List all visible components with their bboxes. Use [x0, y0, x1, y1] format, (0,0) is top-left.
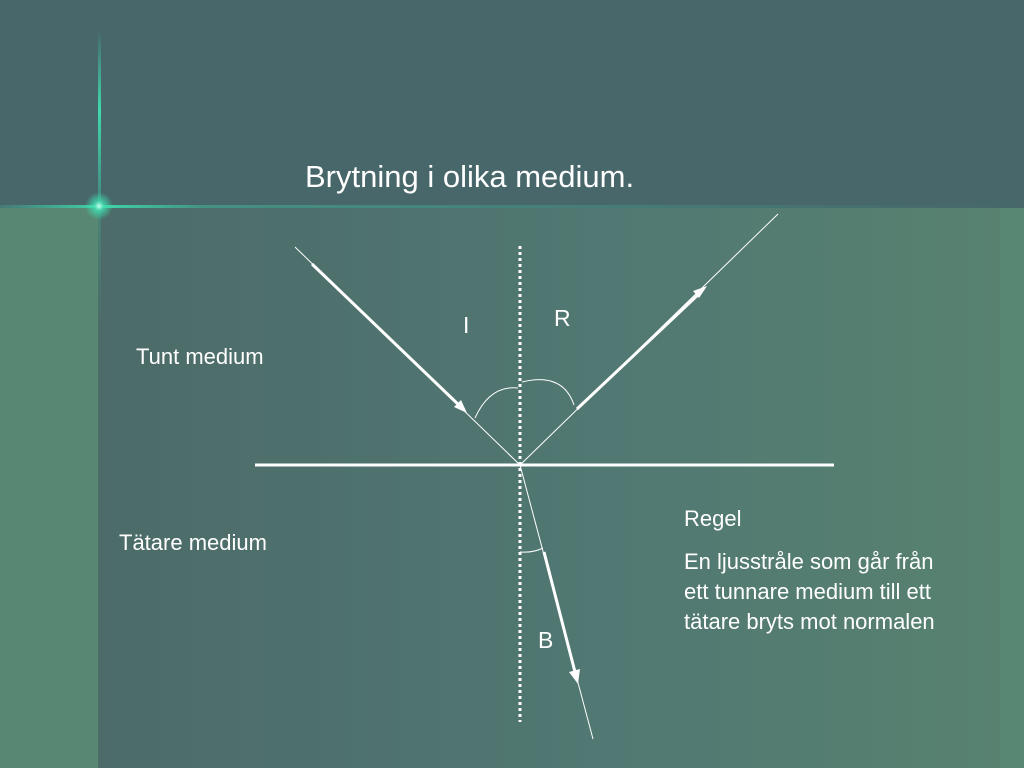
reflected-ray-label: R: [554, 305, 571, 331]
incident-ray: [294, 246, 521, 466]
rule-block: Regel En ljusstråle som går från ett tun…: [684, 506, 935, 637]
refracted-ray: [519, 464, 594, 740]
medium-bottom-label: Tätare medium: [119, 530, 267, 555]
slide-title: Brytning i olika medium.: [305, 159, 635, 194]
incidence-angle-arc: [474, 387, 519, 419]
rule-line: En ljusstråle som går från: [684, 549, 934, 574]
rule-text: En ljusstråle som går från ett tunnare m…: [684, 547, 935, 637]
right-band: [1000, 208, 1024, 768]
glow-cross: [0, 30, 1024, 330]
header-band: [0, 0, 1024, 208]
rule-heading: Regel: [684, 506, 742, 531]
left-band: [0, 208, 98, 768]
refracted-ray-label: B: [538, 627, 554, 653]
rule-line: tätare bryts mot normalen: [684, 609, 935, 634]
refraction-angle-arc: [519, 547, 544, 553]
medium-top-label: Tunt medium: [136, 344, 264, 369]
reflected-ray: [519, 213, 779, 466]
rule-line: ett tunnare medium till ett: [684, 579, 932, 604]
reflection-angle-arc: [521, 379, 575, 406]
content-area: [98, 208, 1024, 768]
incident-ray-label: I: [463, 312, 470, 338]
